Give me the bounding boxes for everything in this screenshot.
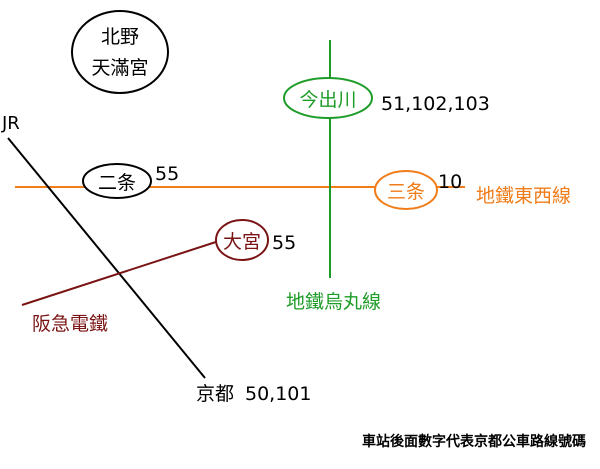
tozai-line-label: 地鐵東西線 bbox=[476, 185, 571, 207]
kitano-tenmangu-line1: 北野 bbox=[101, 26, 139, 48]
nijo-bus-routes: 55 bbox=[155, 163, 179, 185]
kyoto-bus-routes: 50,101 bbox=[245, 383, 311, 405]
nijo-station-circle bbox=[82, 163, 152, 199]
sanjo-bus-routes: 10 bbox=[438, 171, 462, 193]
jr-label: JR bbox=[1, 113, 20, 134]
kitano-tenmangu-line2: 天滿宮 bbox=[91, 57, 148, 79]
imadegawa-station-circle bbox=[283, 77, 373, 119]
nijo-station-name: 二条 bbox=[98, 172, 136, 194]
omiya-station-name: 大宮 bbox=[223, 231, 261, 253]
karasuma-line-label: 地鐵烏丸線 bbox=[286, 291, 381, 313]
footnote: 車站後面數字代表京都公車路線號碼 bbox=[362, 433, 586, 450]
kyoto-station-name: 京都 bbox=[196, 383, 234, 405]
kitano-tenmangu-circle bbox=[71, 10, 169, 94]
imadegawa-bus-routes: 51,102,103 bbox=[381, 93, 490, 115]
sanjo-station-circle bbox=[374, 170, 438, 210]
hankyu-line-label: 阪急電鐵 bbox=[32, 313, 108, 335]
imadegawa-station-name: 今出川 bbox=[299, 89, 356, 111]
omiya-station-circle bbox=[215, 219, 269, 261]
sanjo-station-name: 三条 bbox=[387, 181, 425, 203]
hankyu-line bbox=[21, 239, 223, 306]
jr-line bbox=[7, 137, 206, 379]
omiya-bus-routes: 55 bbox=[272, 232, 296, 254]
